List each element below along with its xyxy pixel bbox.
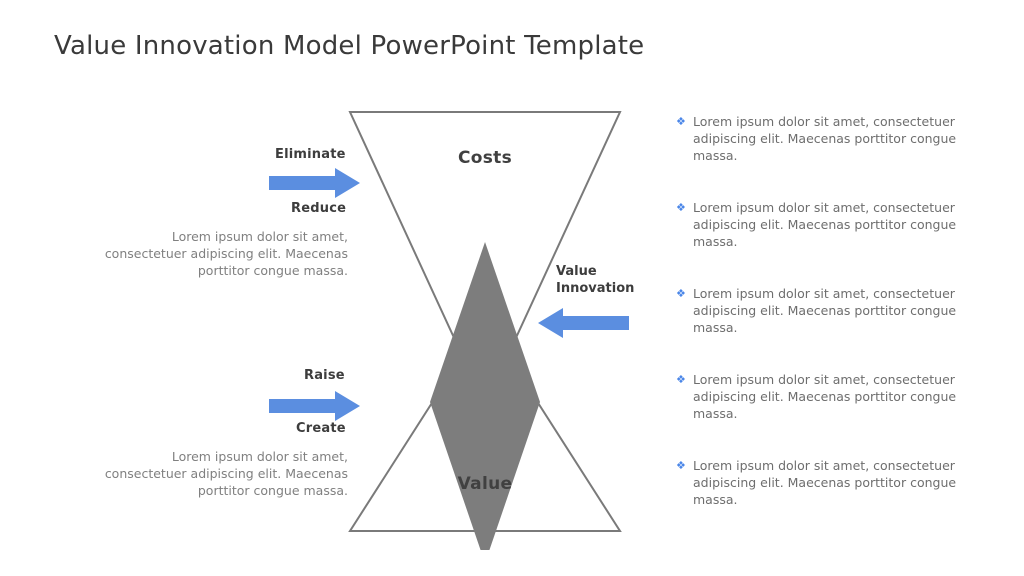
value-innovation-label-line1: Value [556, 264, 597, 279]
value-label: Value [457, 474, 513, 494]
list-item: ❖ Lorem ipsum dolor sit amet, consectetu… [676, 457, 961, 508]
raise-label: Raise [304, 368, 345, 383]
value-innovation-label-line2: Innovation [556, 281, 635, 296]
diamond-bullet-icon: ❖ [676, 459, 686, 472]
list-item: ❖ Lorem ipsum dolor sit amet, consectetu… [676, 371, 961, 422]
list-item: ❖ Lorem ipsum dolor sit amet, consectetu… [676, 285, 961, 336]
diamond-bullet-icon: ❖ [676, 287, 686, 300]
arrow-left-icon-value-innovation [538, 308, 630, 342]
diamond-bullet-icon: ❖ [676, 115, 686, 128]
diamond-bullet-icon: ❖ [676, 373, 686, 386]
arrow-right-icon-eliminate-reduce [269, 168, 361, 202]
bullet-list: ❖ Lorem ipsum dolor sit amet, consectetu… [676, 113, 961, 508]
value-innovation-label: Value Innovation [556, 263, 634, 297]
list-item: ❖ Lorem ipsum dolor sit amet, consectetu… [676, 113, 961, 164]
list-item-text: Lorem ipsum dolor sit amet, consectetuer… [693, 458, 957, 507]
create-label: Create [296, 421, 346, 436]
list-item-text: Lorem ipsum dolor sit amet, consectetuer… [693, 286, 957, 335]
list-item-text: Lorem ipsum dolor sit amet, consectetuer… [693, 200, 957, 249]
eliminate-reduce-paragraph: Lorem ipsum dolor sit amet, consectetuer… [104, 229, 348, 278]
costs-label: Costs [457, 148, 513, 168]
arrow-right-icon-raise-create [269, 391, 361, 425]
list-item-text: Lorem ipsum dolor sit amet, consectetuer… [693, 372, 957, 421]
value-innovation-diagram [330, 95, 650, 550]
list-item-text: Lorem ipsum dolor sit amet, consectetuer… [693, 114, 957, 163]
list-item: ❖ Lorem ipsum dolor sit amet, consectetu… [676, 199, 961, 250]
reduce-label: Reduce [291, 201, 347, 216]
diamond-icon [430, 242, 540, 550]
raise-create-paragraph: Lorem ipsum dolor sit amet, consectetuer… [104, 449, 348, 498]
diamond-bullet-icon: ❖ [676, 201, 686, 214]
page-title: Value Innovation Model PowerPoint Templa… [54, 31, 645, 61]
eliminate-label: Eliminate [275, 147, 346, 162]
